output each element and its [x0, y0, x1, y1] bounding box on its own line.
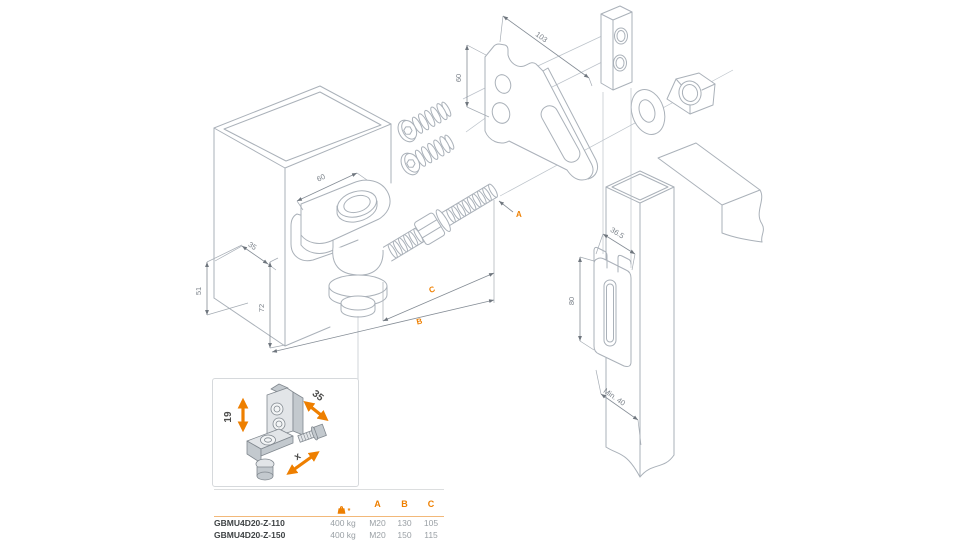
dim-bracket-width: 103: [534, 30, 549, 45]
dim-post-height-left: 51: [194, 287, 203, 295]
max-weight-note: *: [347, 507, 351, 515]
header-col-c: C: [427, 499, 435, 509]
dim-bracket-height: 60: [454, 74, 463, 82]
header-col-a: A: [374, 499, 381, 509]
threaded-rod: [382, 183, 498, 262]
dim-profile-width: 36.5: [609, 225, 626, 240]
dimension-lines: [205, 15, 642, 446]
part-number: GBMU4D20-Z-150: [214, 530, 286, 540]
value-c: 115: [424, 530, 438, 540]
value-b: 150: [397, 530, 412, 540]
adjustment-inset: 19 35 x: [212, 378, 359, 487]
header-col-b: B: [401, 499, 408, 509]
dim-label-b: B: [416, 316, 424, 326]
table-row: GBMU4D20-Z-110 400 kg M20 130 105: [214, 517, 444, 529]
spec-table: * A B C GBMU4D20-Z-110 400 kg M20 130 10…: [214, 489, 444, 540]
inset-dim-height: 19: [223, 411, 234, 423]
dim-keeper-height: 80: [567, 297, 576, 305]
gate-profile: [593, 88, 764, 478]
inset-hinge: [246, 383, 327, 481]
dim-label-c: C: [428, 284, 437, 295]
washer: [630, 89, 666, 135]
value-a: M20: [369, 530, 386, 540]
part-number: GBMU4D20-Z-110: [214, 518, 285, 528]
socket-screw: [397, 101, 452, 143]
dim-post-width: 60: [315, 172, 326, 184]
value-b: 130: [397, 518, 412, 528]
adjustment-inset-drawing: 19 35 x: [223, 383, 329, 481]
inset-dim-adjust: x: [292, 451, 303, 463]
socket-screw: [400, 134, 455, 176]
hex-nut: [666, 72, 716, 115]
dim-post-depth: 35: [246, 240, 258, 252]
table-row: GBMU4D20-Z-150 400 kg M20 150 115: [214, 529, 444, 540]
value-c: 105: [423, 518, 439, 528]
value-a: M20: [369, 518, 386, 528]
inset-dim-width: 35: [310, 388, 326, 404]
dim-label-a: A: [516, 210, 522, 219]
backing-plate: [600, 5, 633, 91]
hinge-body: [290, 179, 391, 318]
dim-post-height-front: 72: [257, 304, 266, 312]
max-weight-icon: [337, 505, 346, 514]
max-load-value: 400 kg: [330, 518, 356, 528]
max-load-value: 400 kg: [330, 530, 356, 540]
spec-table-header: * A B C: [214, 490, 444, 517]
header-max-load: *: [322, 491, 364, 518]
adjustment-arrows: [237, 397, 329, 475]
